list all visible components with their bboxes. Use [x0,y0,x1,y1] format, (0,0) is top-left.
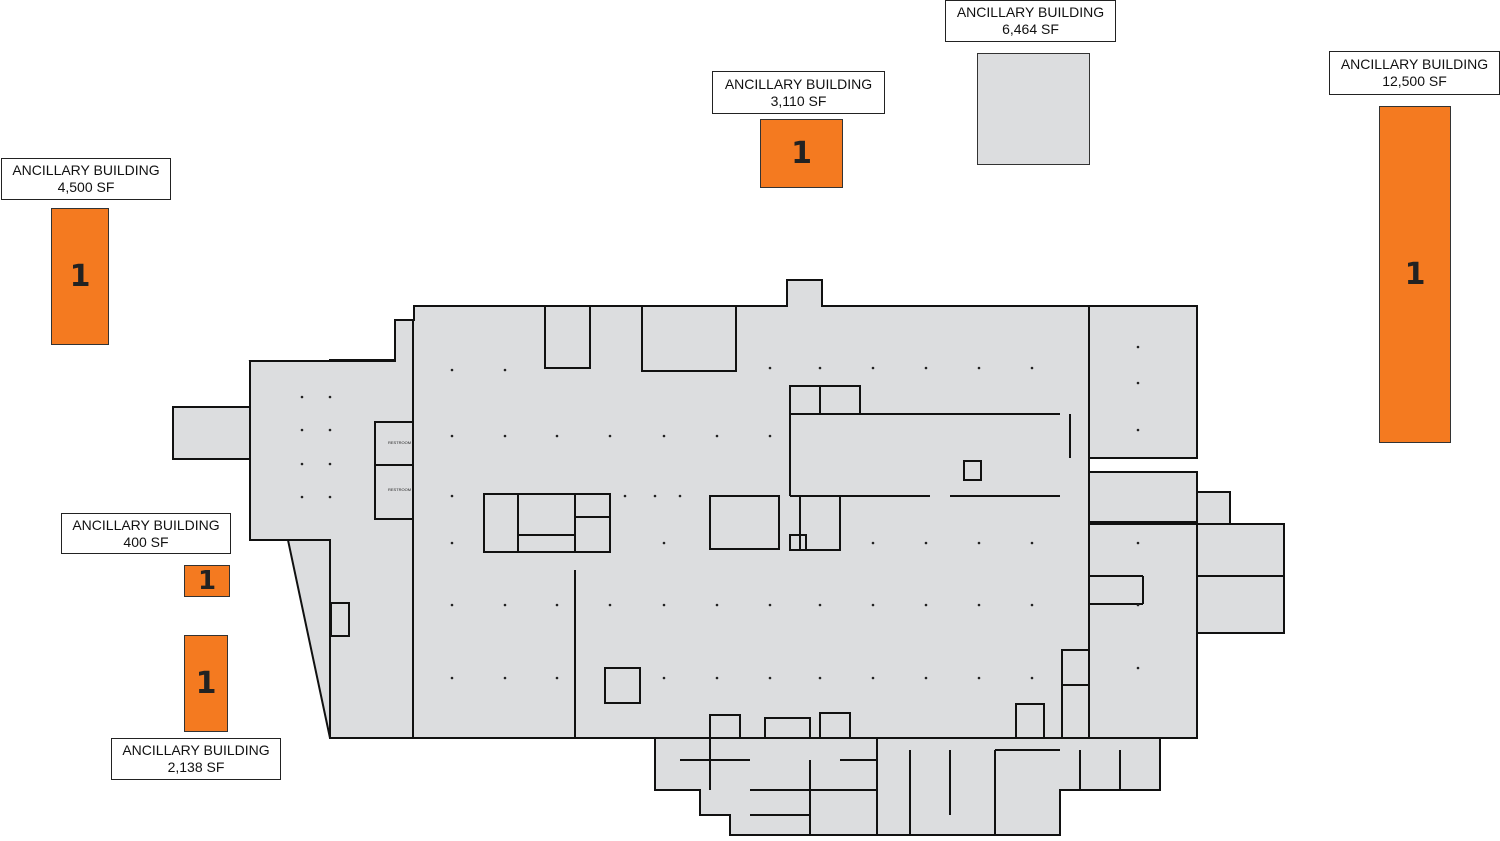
ancillary-building-4500[interactable]: 1 [51,208,109,345]
east-block-2 [1196,491,1231,525]
ancillary-building-6464[interactable] [977,53,1090,165]
ancillary-building-label-6464: ANCILLARY BUILDING 6,464 SF [945,0,1116,42]
building-title: ANCILLARY BUILDING [12,162,160,178]
building-title: ANCILLARY BUILDING [956,4,1105,20]
building-number: 1 [1404,257,1426,292]
south-office-wing [654,737,1161,836]
restroom-label-1: RESTROOM [388,440,411,445]
east-block-1 [1088,471,1198,523]
east-block-4 [1196,523,1285,634]
ancillary-building-label-3110: ANCILLARY BUILDING 3,110 SF [712,71,885,114]
ancillary-building-3110[interactable]: 1 [760,119,843,188]
building-title: ANCILLARY BUILDING [122,742,270,758]
ancillary-building-label-2138: ANCILLARY BUILDING 2,138 SF [111,738,281,780]
ancillary-building-label-400: ANCILLARY BUILDING 400 SF [61,513,231,554]
building-title: ANCILLARY BUILDING [72,516,220,533]
building-number: 1 [195,666,217,701]
building-area: 4,500 SF [57,179,115,195]
building-title: ANCILLARY BUILDING [724,75,873,92]
ancillary-building-400[interactable]: 1 [184,565,230,597]
building-area: 3,110 SF [770,92,827,109]
building-area: 6,464 SF [1002,21,1059,37]
ancillary-building-2138[interactable]: 1 [184,635,228,732]
east-block-3 [1088,523,1198,739]
building-number: 1 [197,566,217,596]
building-area: 2,138 SF [167,759,225,775]
ancillary-building-label-12500: ANCILLARY BUILDING 12,500 SF [1329,51,1500,95]
building-area: 400 SF [123,533,169,550]
restroom-label-2: RESTROOM [388,487,411,492]
building-number: 1 [791,136,812,171]
west-annex [172,406,251,460]
building-area: 12,500 SF [1382,73,1447,89]
ancillary-building-12500[interactable]: 1 [1379,106,1451,443]
ancillary-building-label-4500: ANCILLARY BUILDING 4,500 SF [1,158,171,200]
building-number: 1 [69,259,91,294]
building-title: ANCILLARY BUILDING [1340,56,1489,72]
northeast-block [1088,305,1198,459]
